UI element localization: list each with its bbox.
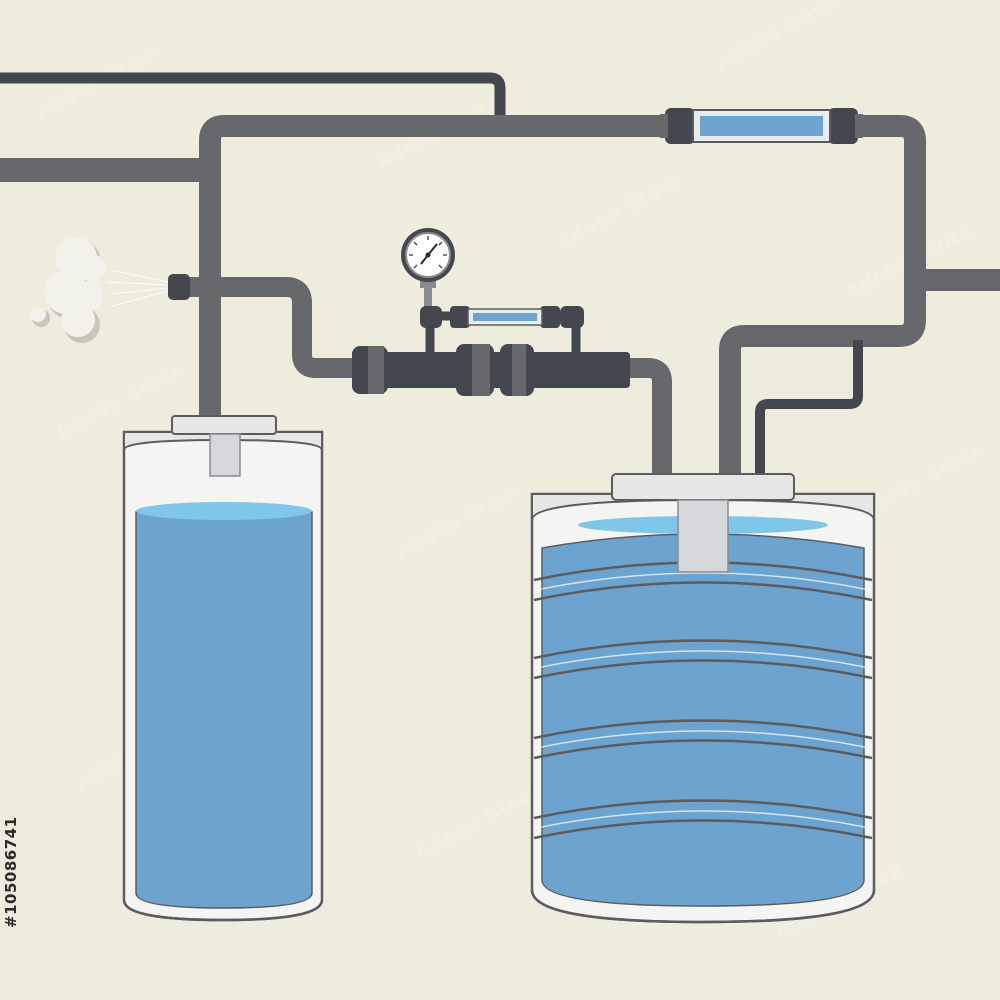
pipe-network <box>0 72 1000 480</box>
right-water-tank <box>530 473 876 924</box>
right-thin-pipe <box>755 340 863 480</box>
image-side-id: #105086741 <box>2 816 20 928</box>
lower-feed-pipe <box>180 277 360 378</box>
steam-vent <box>107 269 190 307</box>
main-upper-pipe <box>199 115 926 480</box>
lower-drop-pipe <box>620 358 672 480</box>
top-thin-pipe <box>0 72 506 118</box>
bypass-flowmeter <box>420 306 584 328</box>
steam-cloud-icon <box>30 237 106 343</box>
top-flowmeter <box>660 108 863 144</box>
pressure-gauge-icon <box>401 228 455 288</box>
inline-filter-housing <box>352 344 630 396</box>
left-water-tank <box>122 415 324 922</box>
